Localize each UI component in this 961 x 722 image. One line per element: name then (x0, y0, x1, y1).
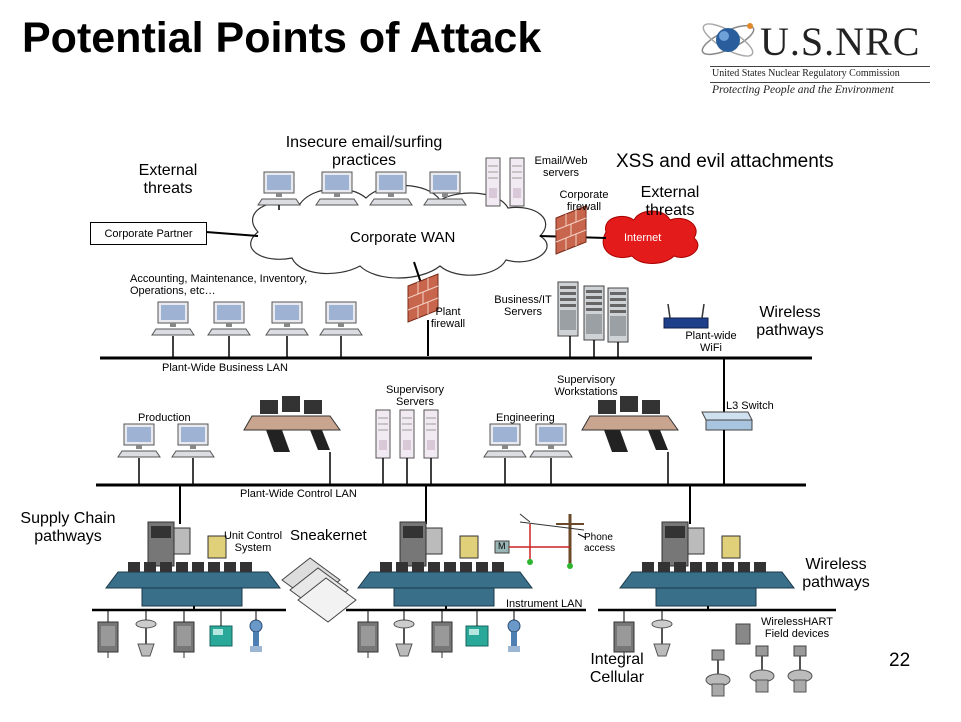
slide-title: Potential Points of Attack (22, 14, 542, 62)
label-modem: M (498, 541, 506, 551)
page-number: 22 (889, 650, 911, 671)
label-unit-control-system: Unit Control System (223, 530, 283, 555)
label-xss: XSS and evil attachments (616, 151, 834, 172)
corporate-partner-box: Corporate Partner (90, 222, 207, 245)
atom-icon (701, 23, 755, 57)
label-supervisory-servers: Supervisory Servers (385, 384, 445, 409)
logo-divider (710, 66, 930, 67)
label-accounting: Accounting, Maintenance, Inventory, Oper… (130, 273, 308, 298)
label-plant-wide-wifi: Plant-wide WiFi (685, 330, 737, 355)
nrc-logo: U.S.NRC United States Nuclear Regulatory… (698, 12, 933, 102)
label-supply-chain: Supply Chain pathways (20, 510, 116, 545)
label-plant-firewall: Plant firewall (430, 306, 466, 331)
label-wirelesshart: WirelessHART Field devices (761, 616, 833, 641)
label-external-threats-right: External threats (640, 184, 700, 219)
label-phone-access: Phone access (584, 532, 616, 554)
label-integral-cellular: Integral Cellular (589, 651, 645, 686)
logo-tagline: Protecting People and the Environment (712, 84, 894, 96)
label-engineering: Engineering (496, 412, 555, 424)
internet-cloud (602, 210, 699, 264)
logo-divider-2 (710, 82, 930, 83)
label-l3-switch: L3 Switch (726, 400, 774, 412)
label-wireless-pathways-bottom: Wireless pathways (802, 556, 870, 591)
sneakernet-documents (281, 557, 357, 623)
logo-name: U.S.NRC (760, 19, 921, 64)
label-insecure-email: Insecure email/surfing practices (285, 134, 443, 169)
label-external-threats-left: External threats (138, 162, 198, 197)
label-plant-wide-control-lan: Plant-Wide Control LAN (240, 488, 357, 500)
label-production: Production (138, 412, 191, 424)
label-internet: Internet (624, 232, 662, 244)
label-sneakernet: Sneakernet (290, 527, 367, 544)
label-corporate-wan: Corporate WAN (350, 229, 456, 246)
label-plant-wide-business-lan: Plant-Wide Business LAN (162, 362, 288, 374)
logo-subtitle: United States Nuclear Regulatory Commiss… (712, 68, 900, 79)
label-supervisory-workstations: Supervisory Workstations (554, 374, 618, 399)
label-email-web-servers: Email/Web servers (534, 155, 588, 180)
label-instrument-lan: Instrument LAN (506, 598, 583, 610)
label-business-it-servers: Business/IT Servers (494, 294, 552, 319)
label-wireless-pathways-top: Wireless pathways (756, 304, 824, 339)
label-corporate-firewall: Corporate firewall (559, 189, 609, 214)
